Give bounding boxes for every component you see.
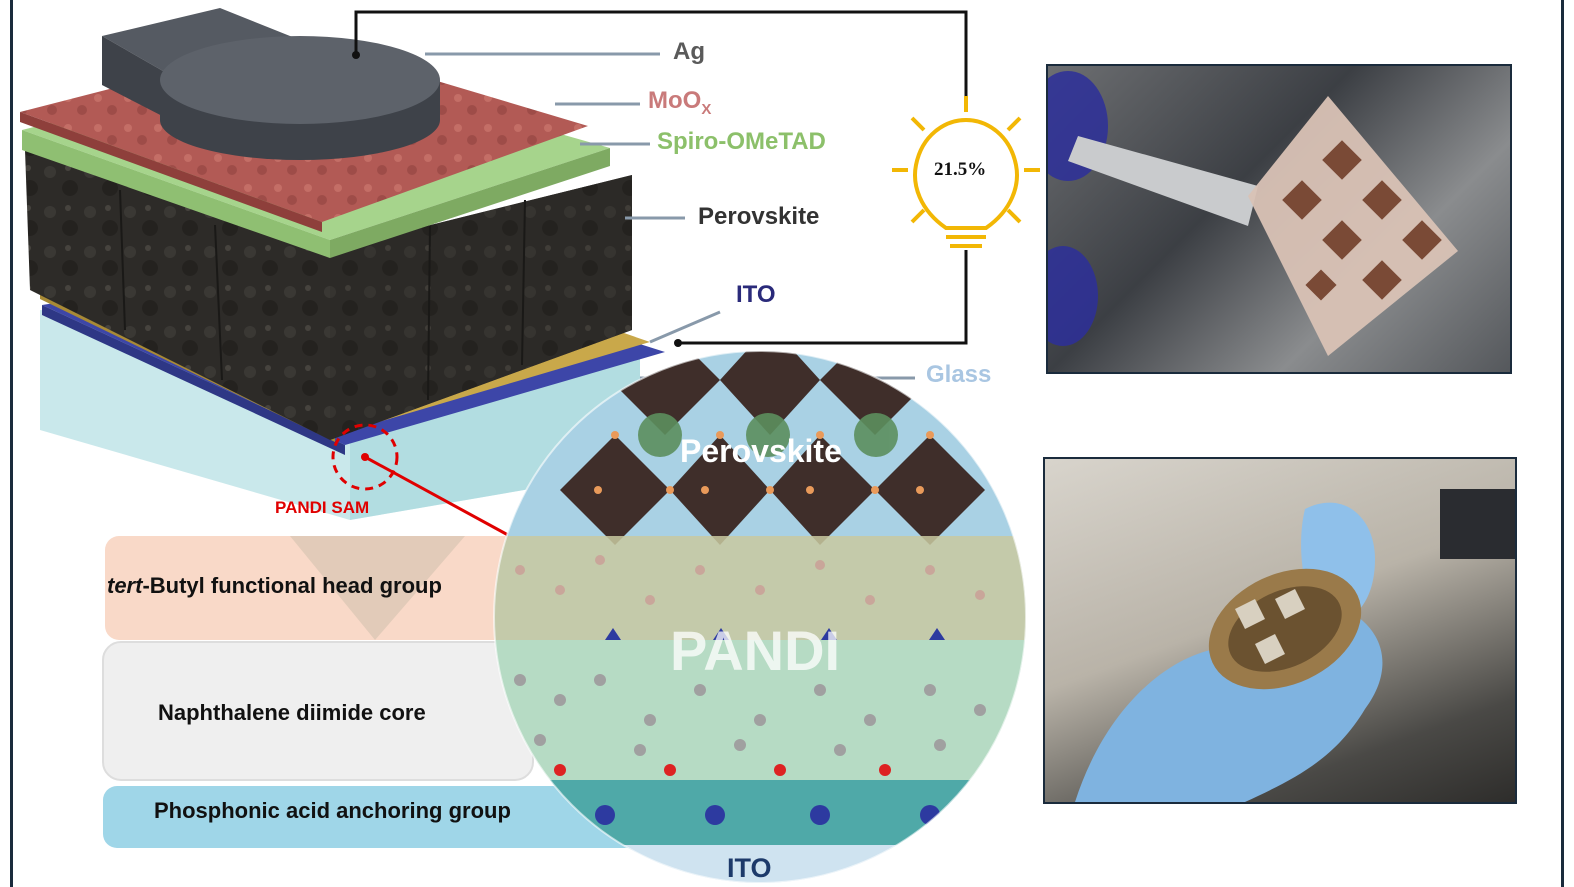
circuit-wire [354, 10, 968, 345]
anchor-band [103, 786, 663, 848]
glass-label: Glass [926, 361, 992, 388]
zoom-perovskite-label: Perovskite [680, 433, 842, 469]
moox-label-sub: X [701, 100, 712, 118]
anchor-label: Phosphonic acid anchoring group [154, 798, 511, 823]
efficiency-value: 21.5% [934, 159, 987, 180]
head-group-label-rest: -Butyl functional head group [142, 573, 442, 598]
perovskite-layer [25, 150, 632, 440]
ag-label: Ag [673, 38, 705, 65]
moox-label: MoOX [648, 87, 711, 118]
moox-label-main: MoO [648, 87, 702, 114]
zoom-pandi-label: PANDI [670, 619, 841, 682]
photo-rigid-device [1046, 64, 1512, 374]
zoom-pointer [364, 455, 509, 537]
right-border [1561, 0, 1564, 887]
lightbulb-icon [892, 96, 1040, 248]
head-group-label-italic: tert [107, 573, 143, 598]
zoom-circle [494, 351, 1026, 883]
photo-flexible-device [1043, 457, 1517, 804]
spiro-label: Spiro-OMeTAD [657, 128, 826, 155]
core-label: Naphthalene diimide core [158, 700, 426, 725]
left-border [10, 0, 13, 887]
pandi-sam-label: PANDI SAM [275, 498, 370, 517]
ag-electrode [102, 8, 440, 160]
pandi-sam-marker [331, 423, 399, 491]
zoom-ito-label: ITO [727, 853, 772, 883]
perovskite-label: Perovskite [698, 203, 820, 230]
head-group-label: tert-Butyl functional head group [107, 573, 442, 599]
ito-label: ITO [736, 281, 776, 308]
